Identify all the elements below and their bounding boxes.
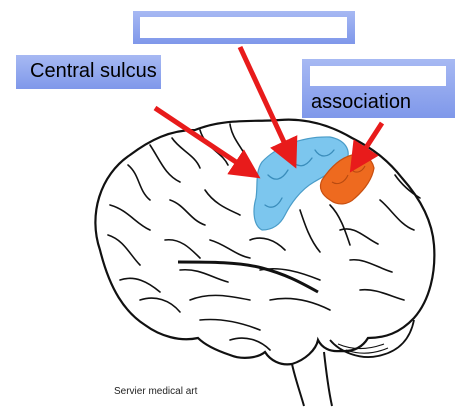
lateral-sulcus: [177, 260, 319, 294]
brainstem: [291, 351, 333, 407]
cerebellum-folia: [337, 343, 389, 354]
top-label-box: [133, 11, 355, 44]
association-label-box: association: [302, 59, 455, 118]
brain-outline: [94, 118, 436, 366]
central-sulcus-label: Central sulcus: [30, 60, 157, 82]
arrow-from-top-box: [237, 45, 298, 169]
arrow-from-central-sulcus: [153, 105, 261, 179]
association-label-blank-field[interactable]: [310, 66, 446, 86]
cerebellum: [329, 319, 415, 358]
central-sulcus-label-box: Central sulcus: [16, 55, 161, 89]
top-label-blank-field[interactable]: [140, 17, 347, 38]
credit-text: Servier medical art: [114, 386, 198, 397]
pointer-arrows: [153, 45, 385, 179]
association-label: association: [311, 91, 412, 113]
arrow-from-association: [349, 121, 385, 173]
